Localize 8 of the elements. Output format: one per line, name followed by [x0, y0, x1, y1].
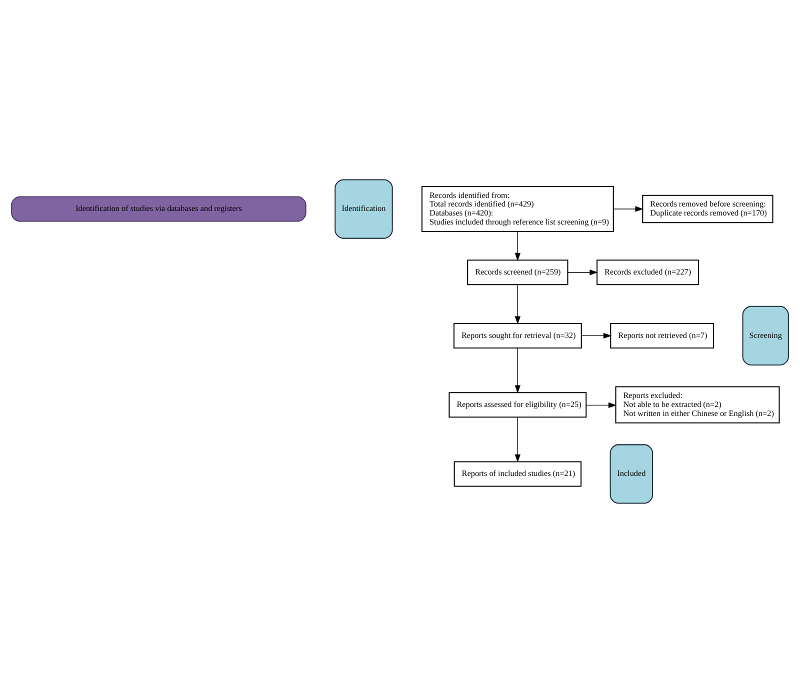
arrow	[514, 230, 521, 261]
arrow	[514, 284, 521, 324]
arrow	[613, 206, 644, 212]
arrow	[514, 347, 521, 393]
arrow	[514, 416, 521, 462]
arrow	[581, 332, 612, 338]
arrow	[567, 269, 598, 275]
arrow	[586, 402, 617, 408]
